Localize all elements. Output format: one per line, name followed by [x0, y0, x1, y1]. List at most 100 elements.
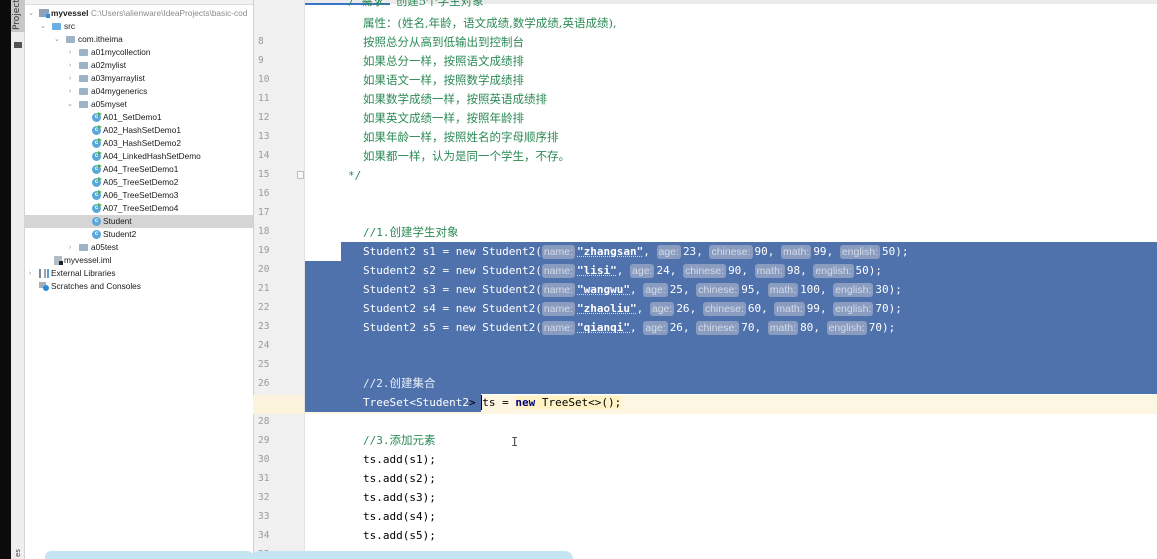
tree-item-label: Student2 [103, 229, 137, 239]
line-number: 16 [258, 188, 270, 199]
line-number: 28 [258, 416, 270, 427]
runnable-class-icon: c [92, 165, 101, 174]
param-hint: chinese: [682, 264, 727, 278]
tree-item-A03_HashSetDemo2[interactable]: c A03_HashSetDemo2 [25, 137, 253, 150]
line-number: 29 [258, 435, 270, 446]
code-line-35[interactable]: ts.add(s5); [363, 529, 436, 542]
code-line-14[interactable]: 如果年龄一样，按照姓名的字母顺序排 [363, 130, 559, 144]
code-line-12[interactable]: 如果数学成绩一样，按照英语成绩排 [363, 92, 547, 106]
fold-marker-icon[interactable] [297, 171, 304, 179]
code-line-15[interactable]: 如果都一样，认为是同一个学生，不存。 [363, 149, 570, 163]
code-line-23[interactable]: Student2 s4 = new Student2(name:"zhaoliu… [363, 302, 902, 316]
param-hint: name: [541, 321, 576, 335]
tree-item-scratches[interactable]: Scratches and Consoles [25, 280, 253, 293]
tree-item-A05_TreeSetDemo2[interactable]: c A05_TreeSetDemo2 [25, 176, 253, 189]
tree-item-A02_HashSetDemo1[interactable]: c A02_HashSetDemo1 [25, 124, 253, 137]
tree-item-src[interactable]: ⌄ src [25, 20, 253, 33]
chevron-right-icon[interactable]: › [68, 244, 72, 251]
package-icon [79, 244, 88, 251]
chevron-down-icon[interactable]: ⌄ [28, 10, 34, 17]
chevron-right-icon[interactable]: › [28, 270, 32, 277]
runnable-class-icon: c [92, 204, 101, 213]
code-line-16[interactable]: */ [348, 169, 362, 182]
line-number: 30 [258, 454, 270, 465]
code-line-24[interactable]: Student2 s5 = new Student2(name:"qianqi"… [363, 321, 896, 335]
chevron-right-icon[interactable]: › [68, 88, 72, 95]
code-line-27[interactable]: //2.创建集合 [363, 376, 436, 390]
code-line-21[interactable]: Student2 s2 = new Student2(name:"lisi", … [363, 264, 883, 278]
tree-item-A04_LinkedHashSetDemo[interactable]: c A04_LinkedHashSetDemo [25, 150, 253, 163]
code-line-13[interactable]: 如果英文成绩一样，按照年龄排 [363, 111, 524, 125]
tree-item-Student[interactable]: c Student [25, 215, 253, 228]
tree-item-A04_TreeSetDemo1[interactable]: c A04_TreeSetDemo1 [25, 163, 253, 176]
tree-item-label: a04mygenerics [91, 86, 148, 96]
param-hint: math: [774, 302, 805, 316]
tree-item-a03myarraylist[interactable]: › a03myarraylist [25, 72, 253, 85]
code-line-8[interactable]: 属性：(姓名,年龄，语文成绩,数学成绩,英语成绩), [363, 16, 617, 30]
code-line-32[interactable]: ts.add(s2); [363, 472, 436, 485]
line-number: 11 [258, 93, 270, 104]
param-hint: english: [833, 302, 874, 316]
code-line-9[interactable]: 按照总分从高到低输出到控制台 [363, 35, 524, 49]
tree-item-A06_TreeSetDemo3[interactable]: c A06_TreeSetDemo3 [25, 189, 253, 202]
tree-item-Student2[interactable]: c Student2 [25, 228, 253, 241]
tree-item-myvessel[interactable]: ⌄ myvessel C:\Users\alienware\IdeaProjec… [25, 7, 253, 20]
param-hint: age: [630, 264, 655, 278]
tree-item-label: com.itheima [78, 34, 123, 44]
tree-item-a05myset[interactable]: ⌄ a05myset [25, 98, 253, 111]
tree-item-external-libraries[interactable]: › External Libraries [25, 267, 253, 280]
tree-item-label: A01_SetDemo1 [103, 112, 162, 122]
code-line-11[interactable]: 如果语文一样，按照数学成绩排 [363, 73, 524, 87]
code-line-19[interactable]: //1.创建学生对象 [363, 225, 459, 239]
scratches-icon [39, 282, 49, 291]
structure-tool-tab[interactable]: es [13, 549, 22, 557]
chevron-down-icon[interactable]: ⌄ [54, 36, 60, 43]
line-number: 26 [258, 378, 270, 389]
text-caret [481, 395, 482, 410]
project-tool-tab[interactable]: Project [11, 0, 25, 32]
module-icon [39, 9, 50, 18]
libraries-icon [39, 269, 49, 278]
chevron-down-icon[interactable]: ⌄ [40, 23, 46, 30]
tree-item-label: A06_TreeSetDemo3 [103, 190, 179, 200]
code-line-20[interactable]: Student2 s1 = new Student2(name:"zhangsa… [363, 245, 909, 259]
param-hint: chinese: [696, 321, 740, 335]
line-number: 19 [258, 245, 270, 256]
line-number: 25 [258, 359, 270, 370]
package-icon [79, 62, 88, 69]
code-line-30[interactable]: //3.添加元素 [363, 433, 436, 447]
code-line-28[interactable]: TreeSet<Student2> ts = new TreeSet<>(); [363, 396, 622, 409]
param-hint: age: [656, 245, 681, 259]
tool-window-stripe: Project es [11, 0, 25, 559]
param-hint: name: [541, 283, 576, 297]
tree-item-label: Student [103, 216, 132, 226]
code-line-31[interactable]: ts.add(s1); [363, 453, 436, 466]
tree-item-a01mycollection[interactable]: › a01mycollection [25, 46, 253, 59]
param-hint: age: [643, 283, 668, 297]
code-line-22[interactable]: Student2 s3 = new Student2(name:"wangwu"… [363, 283, 902, 297]
param-hint: name: [541, 245, 576, 259]
code-line-34[interactable]: ts.add(s4); [363, 510, 436, 523]
code-line-7[interactable]: / 需求：创建5个学生对象 [348, 0, 484, 8]
tree-item-com-itheima[interactable]: ⌄ com.itheima [25, 33, 253, 46]
tree-item-label: A07_TreeSetDemo4 [103, 203, 179, 213]
chevron-right-icon[interactable]: › [68, 49, 72, 56]
code-line-10[interactable]: 如果总分一样，按照语文成绩排 [363, 54, 524, 68]
tree-item-a02mylist[interactable]: › a02mylist [25, 59, 253, 72]
code-line-33[interactable]: ts.add(s3); [363, 491, 436, 504]
line-number: 31 [258, 473, 270, 484]
tree-item-myvessel-iml[interactable]: myvessel.iml [25, 254, 253, 267]
chevron-down-icon[interactable]: ⌄ [67, 101, 73, 108]
window-edge [0, 0, 11, 559]
tree-item-A07_TreeSetDemo4[interactable]: c A07_TreeSetDemo4 [25, 202, 253, 215]
chevron-right-icon[interactable]: › [68, 62, 72, 69]
param-hint: math: [767, 321, 799, 335]
param-hint: math: [767, 283, 799, 297]
tree-item-a04mygenerics[interactable]: › a04mygenerics [25, 85, 253, 98]
package-icon [79, 49, 88, 56]
runnable-class-icon: c [92, 152, 101, 161]
tree-item-A01_SetDemo1[interactable]: c A01_SetDemo1 [25, 111, 253, 124]
chevron-right-icon[interactable]: › [68, 75, 72, 82]
package-icon [66, 36, 75, 43]
tree-item-a05test[interactable]: › a05test [25, 241, 253, 254]
